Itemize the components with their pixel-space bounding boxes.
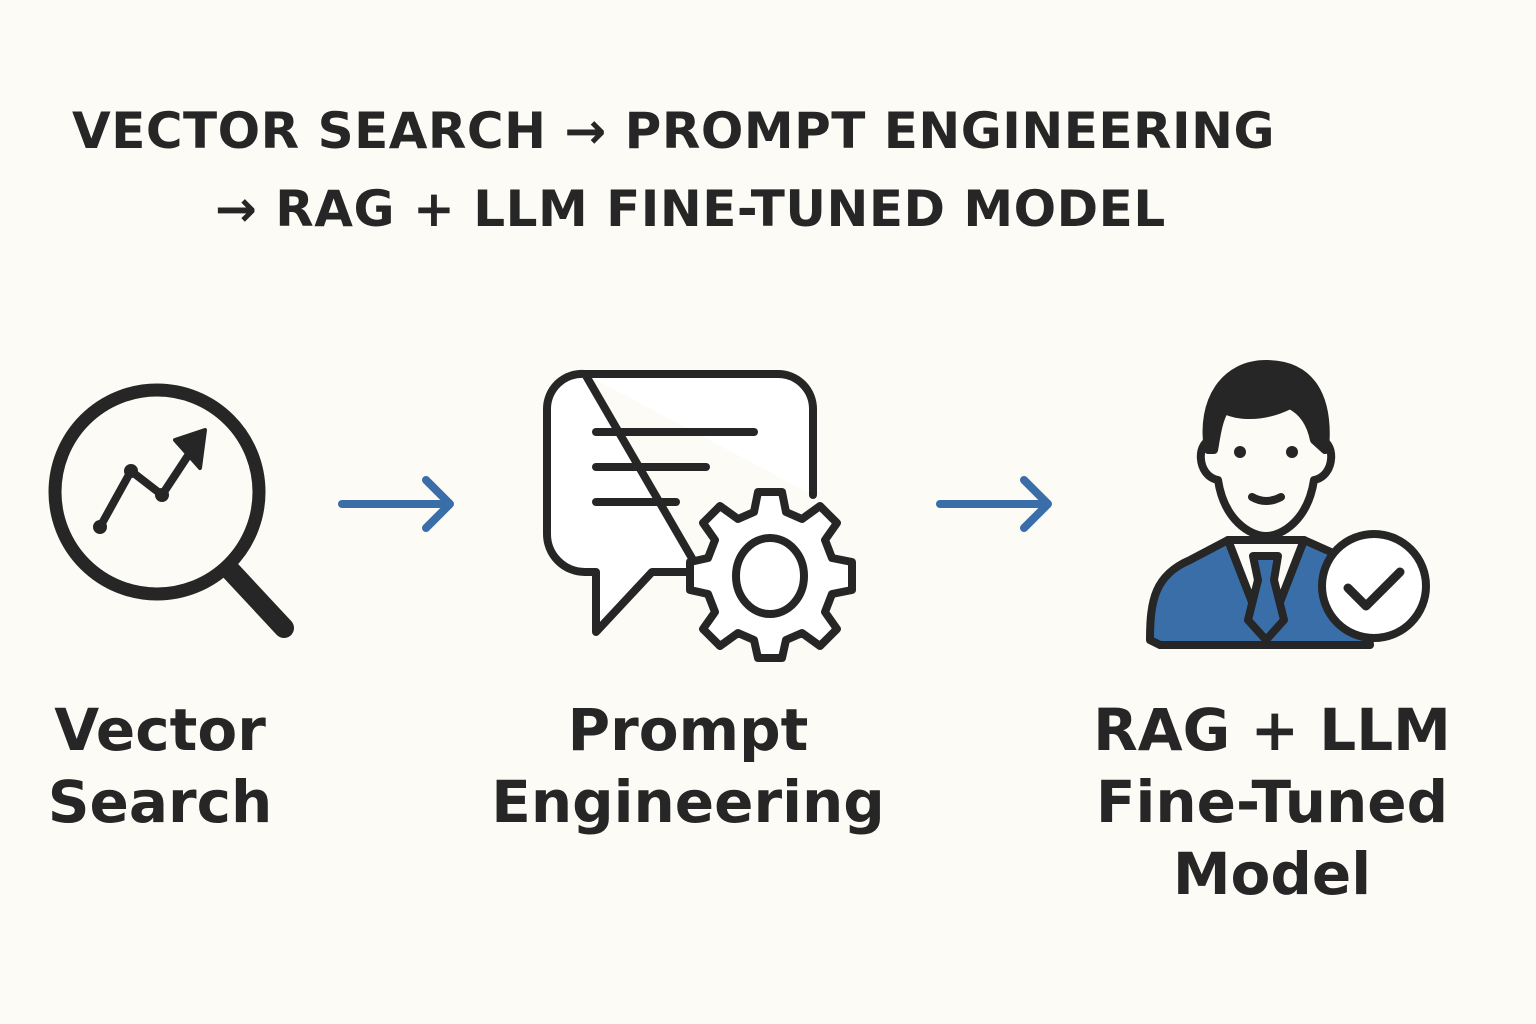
step-label-prompt-engineering: Prompt Engineering (488, 694, 888, 838)
magnifier-chart-icon (48, 383, 294, 638)
step-label-vector-search: Vector Search (10, 694, 310, 838)
arrow-right-icon (338, 476, 454, 532)
label-line: Fine-Tuned (1095, 768, 1449, 836)
title-line-2: → RAG + LLM FINE-TUNED MODEL (215, 180, 1166, 238)
label-line: Prompt (567, 696, 809, 764)
arrow-right-icon (936, 476, 1052, 532)
label-line: Search (47, 768, 273, 836)
label-line: Model (1172, 840, 1372, 908)
chat-gear-icon (542, 369, 856, 662)
label-line: RAG + LLM (1093, 696, 1451, 764)
step-label-rag-llm-model: RAG + LLM Fine-Tuned Model (1072, 694, 1472, 910)
title-line-1: VECTOR SEARCH → PROMPT ENGINEERING (72, 102, 1276, 160)
person-check-icon (1146, 360, 1430, 649)
label-line: Vector (54, 696, 266, 764)
label-line: Engineering (491, 768, 885, 836)
